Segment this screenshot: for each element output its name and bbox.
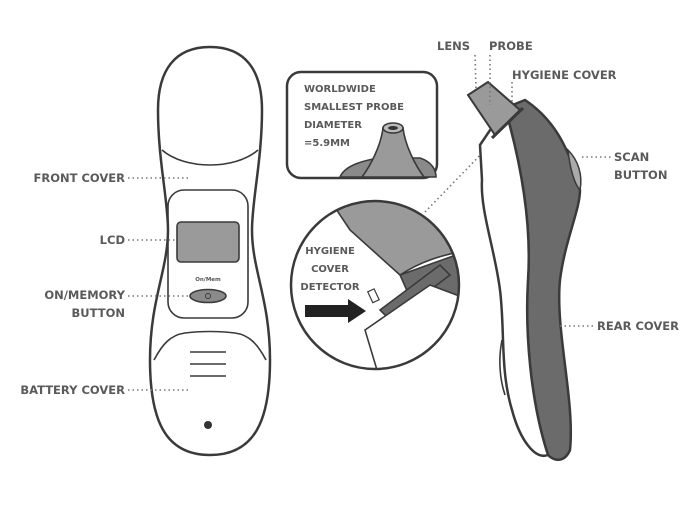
side-body-front xyxy=(478,105,550,457)
side-view-device xyxy=(466,80,582,461)
label-on-memory-button: BUTTON xyxy=(72,306,125,320)
detail-line: COVER xyxy=(311,264,349,275)
label-lens: LENS xyxy=(437,39,470,53)
label-rear-cover: REAR COVER xyxy=(597,319,679,333)
inset-line: WORLDWIDE xyxy=(304,84,376,95)
lcd-screen xyxy=(176,221,240,263)
battery-cover-line xyxy=(153,330,267,361)
label-battery-cover: BATTERY COVER xyxy=(20,383,125,397)
leader-line xyxy=(474,54,477,89)
inset-box xyxy=(285,70,439,180)
probe-tip-illustration xyxy=(360,127,426,178)
detail-line: DETECTOR xyxy=(300,282,359,293)
probe-inset: WORLDWIDE SMALLEST PROBE DIAMETER =5.9MM xyxy=(285,70,439,180)
detector-detail: HYGIENE COVER DETECTOR xyxy=(289,144,491,371)
label-on-memory: ON/MEMORY xyxy=(44,288,125,302)
inset-line: =5.9MM xyxy=(304,138,350,149)
display-panel xyxy=(167,189,249,319)
leader-line xyxy=(424,144,491,213)
label-scan: SCAN xyxy=(614,150,649,164)
label-front-cover: FRONT COVER xyxy=(34,171,126,185)
hygiene-cover-ring xyxy=(490,106,525,140)
label-hygiene-cover: HYGIENE COVER xyxy=(512,68,617,82)
inset-line: DIAMETER xyxy=(304,120,362,131)
scan-button[interactable] xyxy=(567,147,582,192)
front-dot xyxy=(204,421,212,429)
label-lcd: LCD xyxy=(100,233,125,247)
label-probe: PROBE xyxy=(489,39,533,53)
detail-circle xyxy=(289,199,461,371)
front-view-device: On/Mem xyxy=(148,45,272,457)
on-memory-button[interactable] xyxy=(189,288,227,304)
detail-line: HYGIENE xyxy=(305,246,355,257)
inset-line: SMALLEST PROBE xyxy=(304,102,404,113)
front-body-outline xyxy=(148,45,272,457)
button-print: On/Mem xyxy=(195,277,221,283)
label-scan-button: BUTTON xyxy=(614,168,667,182)
arrow-right-icon xyxy=(305,299,366,323)
front-head-line xyxy=(161,149,259,166)
button-center-icon xyxy=(205,293,211,299)
